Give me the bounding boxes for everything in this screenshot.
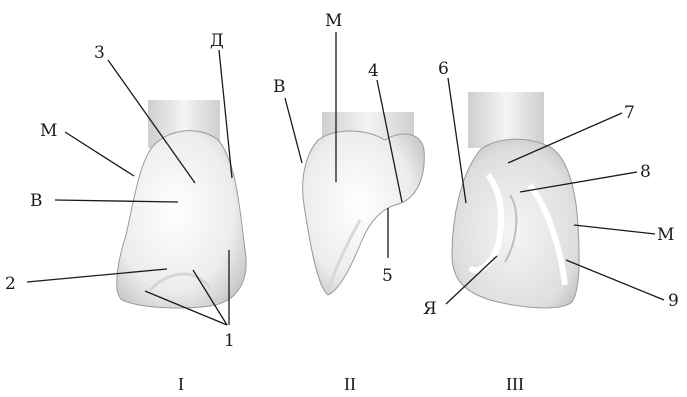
label-8: 8 <box>640 162 651 182</box>
label-m-3: М <box>657 225 674 245</box>
leader-m-1 <box>65 132 134 176</box>
label-d: Д <box>210 31 224 51</box>
crown-2 <box>303 131 425 295</box>
label-3: 3 <box>94 43 105 63</box>
crown-1 <box>117 131 246 308</box>
label-2: 2 <box>5 274 16 294</box>
label-v-1: В <box>30 191 43 211</box>
leader-9 <box>566 260 664 300</box>
leader-m-3 <box>574 225 655 234</box>
label-m-1: М <box>40 121 57 141</box>
tooth-view-3 <box>452 92 579 308</box>
caption-view-2: II <box>344 374 356 394</box>
label-m-2: М <box>325 11 342 31</box>
leader-v-2 <box>285 98 302 163</box>
label-6: 6 <box>438 59 449 79</box>
label-ya: Я <box>423 299 437 319</box>
label-5: 5 <box>382 266 393 286</box>
label-7: 7 <box>624 103 635 123</box>
tooth-view-2 <box>303 112 425 295</box>
leader-6 <box>448 78 466 203</box>
label-v-2: В <box>273 77 286 97</box>
label-4: 4 <box>368 61 379 81</box>
label-9: 9 <box>668 291 679 311</box>
label-1: 1 <box>224 331 235 351</box>
caption-view-1: I <box>178 374 184 394</box>
caption-view-3: III <box>506 374 524 394</box>
